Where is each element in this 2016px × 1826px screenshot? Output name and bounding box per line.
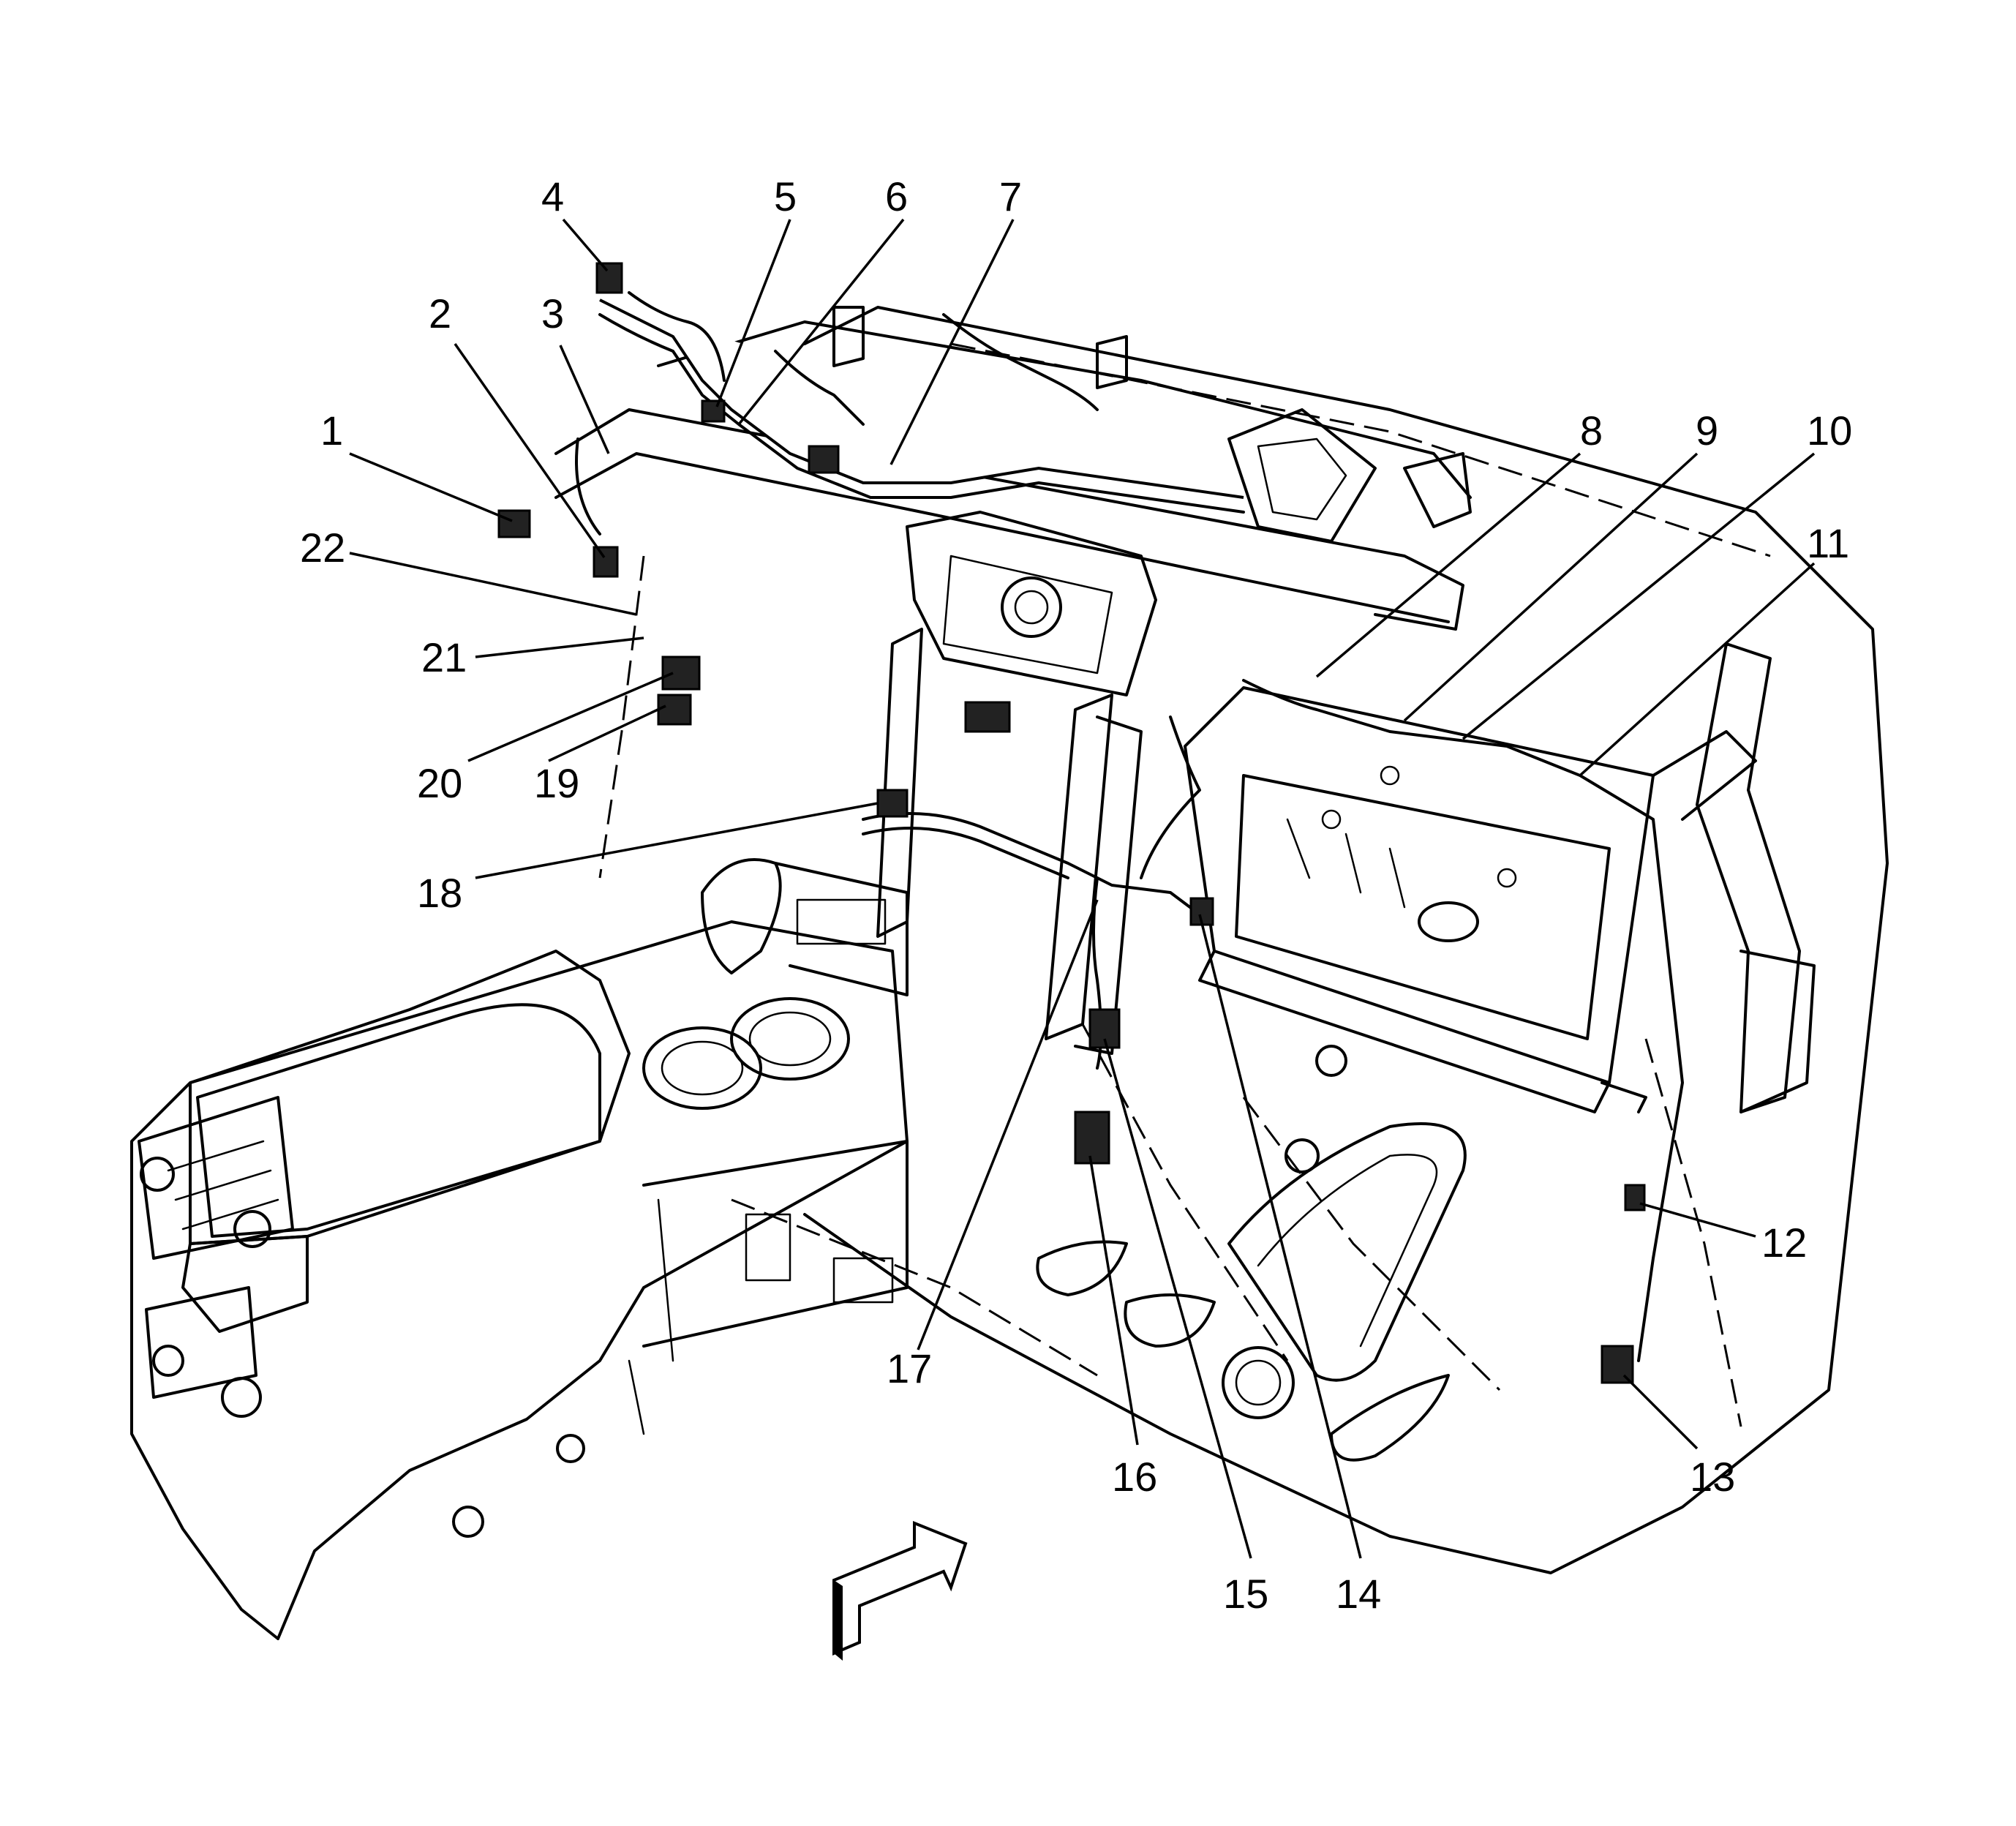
connector-4	[595, 262, 623, 294]
leader-lines	[349, 218, 1816, 1559]
callout-7: 7	[999, 173, 1022, 219]
callout-11: 11	[1807, 520, 1849, 566]
connector-5	[701, 399, 726, 423]
right-side-bracket	[1601, 642, 1816, 1113]
passenger-ip-module	[1184, 686, 1655, 1113]
connector-7	[808, 445, 840, 474]
callout-14: 14	[1336, 1571, 1381, 1617]
connector-center	[964, 701, 1011, 733]
callout-2: 2	[429, 290, 451, 337]
callout-3: 3	[541, 290, 564, 337]
callout-12: 12	[1761, 1220, 1807, 1266]
callout-16: 16	[1112, 1454, 1157, 1500]
wiring-harness	[575, 291, 1684, 1362]
connectors	[497, 262, 1646, 1384]
callout-8: 8	[1580, 407, 1603, 454]
connector-1	[497, 509, 531, 538]
callout-21: 21	[421, 634, 467, 680]
callout-13: 13	[1690, 1454, 1735, 1500]
connector-13	[1601, 1345, 1634, 1384]
callout-5: 5	[774, 173, 797, 219]
connector-19	[657, 694, 692, 726]
callout-18: 18	[417, 870, 462, 916]
callout-22: 22	[300, 525, 345, 571]
connector-2	[593, 546, 619, 578]
callout-10: 10	[1807, 407, 1852, 454]
center-console	[130, 858, 909, 1640]
callout-9: 9	[1696, 407, 1718, 454]
callout-4: 4	[541, 173, 564, 219]
callout-1: 1	[320, 407, 343, 454]
cross-car-beam	[554, 306, 1472, 1055]
connector-12	[1624, 1184, 1646, 1211]
callout-20: 20	[417, 760, 462, 806]
front-direction-arrow-icon	[832, 1521, 968, 1661]
connector-16	[1074, 1111, 1110, 1165]
callout-labels: 1 2 3 4 5 6 7 8 9 10 11 12 13 14 15 16 1…	[300, 173, 1852, 1617]
connector-18	[876, 789, 909, 818]
connector-20	[661, 655, 701, 691]
callout-17: 17	[887, 1345, 932, 1391]
callout-15: 15	[1223, 1571, 1268, 1617]
callout-19: 19	[534, 760, 579, 806]
callout-6: 6	[885, 173, 908, 219]
